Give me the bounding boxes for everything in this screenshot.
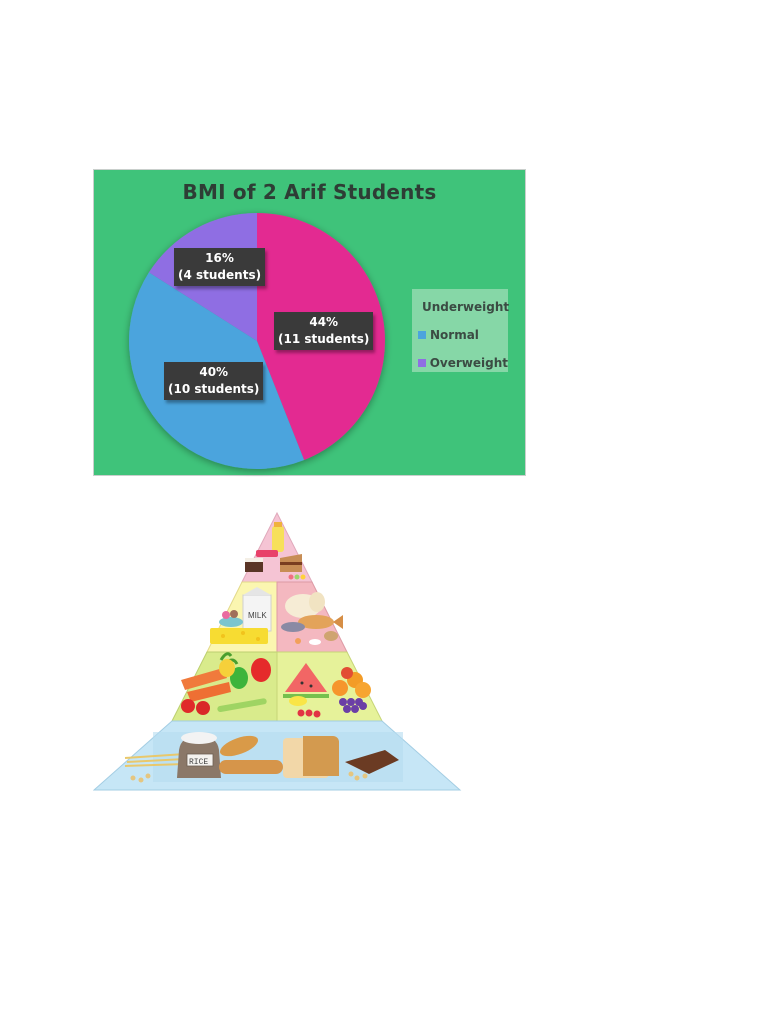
label-percent: 40% bbox=[199, 365, 229, 379]
swatch-icon bbox=[418, 331, 426, 339]
data-label-overweight: 16% (4 students) bbox=[174, 248, 266, 286]
label-percent: 44% bbox=[309, 315, 339, 329]
chart-title: BMI of 2 Arif Students bbox=[182, 180, 437, 204]
fruit-items-icon bbox=[283, 663, 371, 718]
swatch-icon bbox=[418, 359, 426, 367]
dairy-items-icon: MILK bbox=[210, 587, 272, 644]
food-pyramid-image: MILK bbox=[92, 510, 463, 795]
meat-items-icon bbox=[281, 592, 343, 645]
label-count: (11 students) bbox=[278, 332, 370, 346]
legend-label: Normal bbox=[430, 328, 479, 342]
rice-label: RICE bbox=[189, 758, 208, 767]
legend-item-underweight[interactable]: Underweight bbox=[418, 293, 510, 321]
label-count: (4 students) bbox=[178, 268, 262, 282]
legend-item-overweight[interactable]: Overweight bbox=[418, 349, 508, 377]
chart-legend: Underweight Normal Overweight bbox=[412, 289, 510, 372]
data-label-underweight: 44% (11 students) bbox=[274, 312, 374, 350]
legend-label: Underweight bbox=[422, 300, 510, 314]
grain-items-icon: RICE bbox=[124, 732, 399, 783]
vegetable-items-icon bbox=[181, 652, 271, 715]
label-percent: 16% bbox=[205, 251, 234, 265]
sweets-items-icon bbox=[245, 522, 306, 580]
bmi-chart-panel: BMI of 2 Arif Students 44% (11 students)… bbox=[93, 169, 526, 476]
label-count: (10 students) bbox=[168, 382, 260, 396]
data-label-normal: 40% (10 students) bbox=[164, 362, 264, 400]
food-pyramid-illustration: MILK bbox=[92, 511, 462, 791]
legend-label: Overweight bbox=[429, 356, 508, 370]
milk-label: MILK bbox=[248, 611, 267, 620]
legend-item-normal[interactable]: Normal bbox=[418, 321, 508, 349]
